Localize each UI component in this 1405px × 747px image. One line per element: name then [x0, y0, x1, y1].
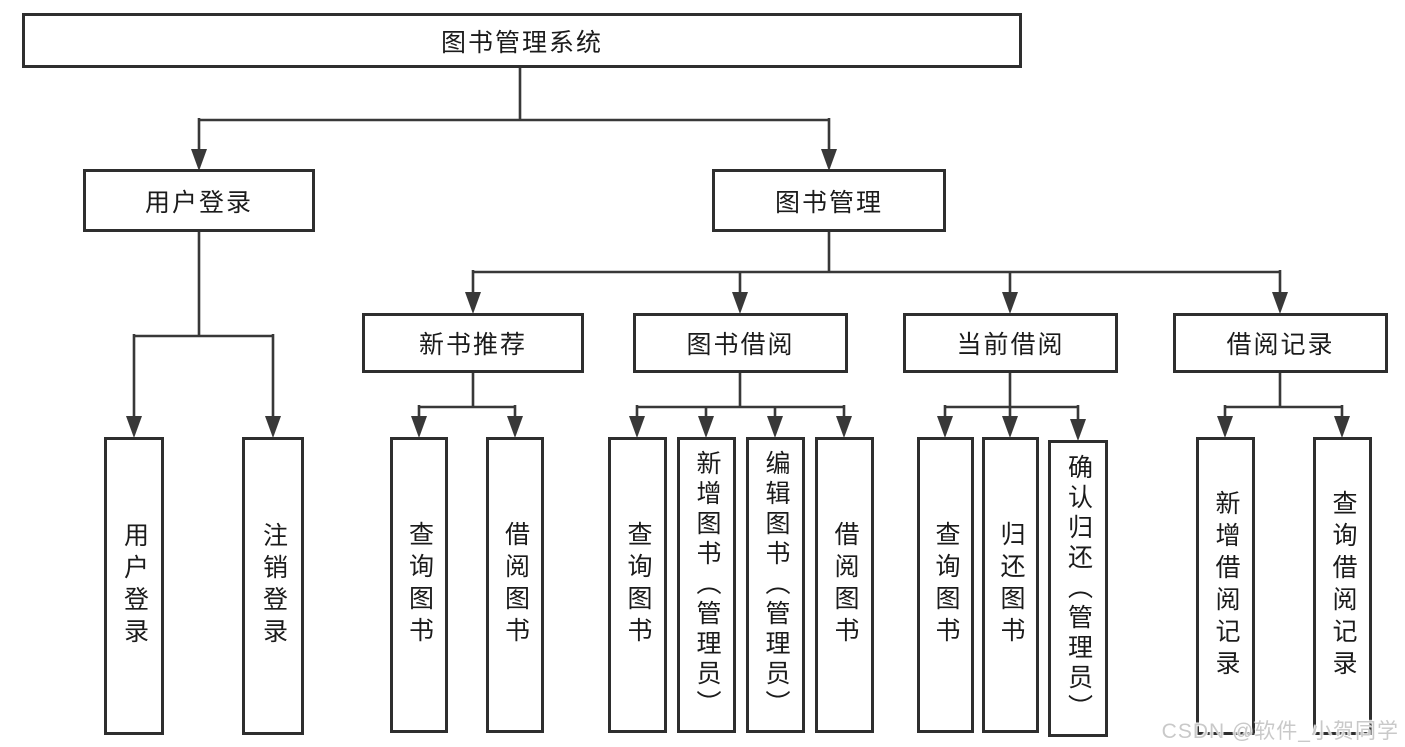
node-root-label: 图书管理系统	[440, 28, 603, 57]
node-leaf-borrow-books-2: 借阅图书	[815, 437, 874, 733]
node-leaf-query-books-2-label: 查询图书	[624, 521, 652, 649]
node-leaf-logout-label: 注销登录	[259, 522, 288, 650]
node-leaf-user-login-label: 用户登录	[120, 522, 149, 650]
node-book-management-label: 图书管理	[774, 188, 883, 217]
node-leaf-return-books: 归还图书	[982, 437, 1039, 733]
node-borrow-records: 借阅记录	[1173, 313, 1388, 373]
node-user-login: 用户登录	[83, 169, 315, 232]
node-leaf-query-borrow-record-label: 查询借阅记录	[1329, 490, 1357, 682]
node-leaf-query-borrow-record: 查询借阅记录	[1313, 437, 1372, 735]
node-root: 图书管理系统	[22, 13, 1022, 68]
node-leaf-add-borrow-record: 新增借阅记录	[1196, 437, 1255, 735]
csdn-watermark: CSDN @软件_小贺同学	[1161, 720, 1399, 743]
node-borrow-records-label: 借阅记录	[1226, 331, 1335, 359]
node-leaf-edit-books-admin-label: 编辑图书（管理员）	[762, 450, 790, 720]
node-leaf-logout: 注销登录	[242, 437, 304, 735]
node-leaf-borrow-books-1-label: 借阅图书	[501, 521, 530, 649]
node-leaf-query-books-1: 查询图书	[390, 437, 448, 733]
node-new-book-recommend: 新书推荐	[362, 313, 584, 373]
node-leaf-query-books-3-label: 查询图书	[932, 521, 960, 649]
node-current-borrow-label: 当前借阅	[956, 331, 1065, 359]
node-leaf-borrow-books-1: 借阅图书	[486, 437, 544, 733]
node-book-management: 图书管理	[712, 169, 946, 232]
node-leaf-add-borrow-record-label: 新增借阅记录	[1212, 490, 1240, 682]
node-leaf-user-login: 用户登录	[104, 437, 164, 735]
node-user-login-label: 用户登录	[144, 188, 253, 217]
node-leaf-query-books-2: 查询图书	[608, 437, 667, 733]
node-leaf-add-books-admin-label: 新增图书（管理员）	[693, 450, 721, 720]
node-current-borrow: 当前借阅	[903, 313, 1118, 373]
node-leaf-return-books-label: 归还图书	[997, 521, 1025, 649]
node-leaf-edit-books-admin: 编辑图书（管理员）	[746, 437, 805, 733]
node-leaf-query-books-3: 查询图书	[917, 437, 974, 733]
node-leaf-confirm-return-admin-label: 确认归还（管理员）	[1064, 453, 1093, 724]
node-leaf-query-books-1-label: 查询图书	[405, 521, 434, 649]
node-new-book-recommend-label: 新书推荐	[418, 331, 527, 359]
node-leaf-borrow-books-2-label: 借阅图书	[831, 521, 859, 649]
node-leaf-add-books-admin: 新增图书（管理员）	[677, 437, 736, 733]
node-leaf-confirm-return-admin: 确认归还（管理员）	[1048, 440, 1108, 737]
node-book-borrow: 图书借阅	[633, 313, 848, 373]
node-book-borrow-label: 图书借阅	[686, 331, 795, 359]
